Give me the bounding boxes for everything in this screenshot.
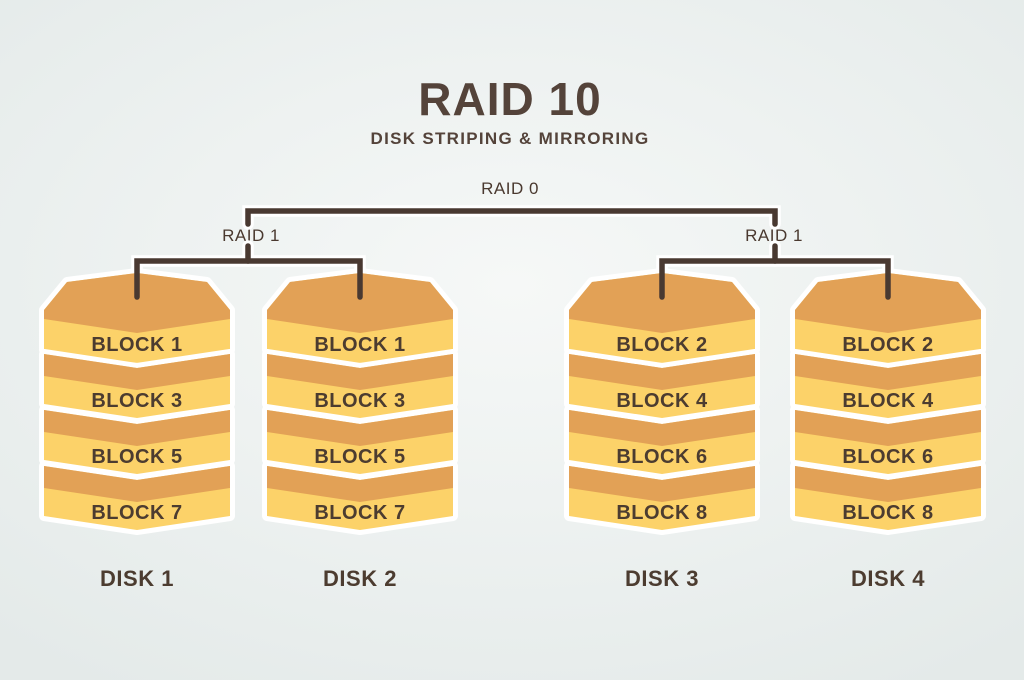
block-label: BLOCK 1 bbox=[314, 334, 405, 356]
block-label: BLOCK 3 bbox=[314, 390, 405, 412]
disk-slab-top bbox=[569, 410, 755, 446]
disk-slab-top bbox=[795, 466, 981, 502]
raid0-bracket-line bbox=[245, 208, 778, 227]
disk-1-stack: BLOCK 1 BLOCK 3 BLOCK 5 BLOCK 7 bbox=[39, 268, 235, 535]
disk-2-stack: BLOCK 1 BLOCK 3 BLOCK 5 BLOCK 7 bbox=[262, 268, 458, 535]
raid0-label: RAID 0 bbox=[481, 179, 539, 198]
block-label: BLOCK 5 bbox=[91, 446, 182, 468]
block-label: BLOCK 5 bbox=[314, 446, 405, 468]
disk-4-label: DISK 4 bbox=[851, 566, 925, 591]
raid1-left-label: RAID 1 bbox=[222, 226, 280, 245]
block-label: BLOCK 8 bbox=[616, 502, 707, 524]
disk-2-label: DISK 2 bbox=[323, 566, 397, 591]
disk-slab-top bbox=[44, 410, 230, 446]
disk-slab-top bbox=[795, 354, 981, 390]
block-label: BLOCK 2 bbox=[842, 334, 933, 356]
page-subtitle: DISK STRIPING & MIRRORING bbox=[370, 129, 650, 148]
block-label: BLOCK 1 bbox=[91, 334, 182, 356]
block-label: BLOCK 6 bbox=[842, 446, 933, 468]
disk-slab-top bbox=[44, 466, 230, 502]
disk-slab-top bbox=[569, 466, 755, 502]
disk-slab-top bbox=[267, 466, 453, 502]
disk-1-label: DISK 1 bbox=[100, 566, 174, 591]
disk-slab-top bbox=[267, 354, 453, 390]
disk-slab-top bbox=[267, 410, 453, 446]
block-label: BLOCK 3 bbox=[91, 390, 182, 412]
block-label: BLOCK 6 bbox=[616, 446, 707, 468]
page-title: RAID 10 bbox=[418, 73, 602, 125]
block-label: BLOCK 4 bbox=[616, 390, 708, 412]
disk-3-stack: BLOCK 2 BLOCK 4 BLOCK 6 BLOCK 8 bbox=[564, 268, 760, 535]
disk-slab-top bbox=[795, 410, 981, 446]
disk-slab-top bbox=[569, 354, 755, 390]
block-label: BLOCK 7 bbox=[91, 502, 182, 524]
disk-3-label: DISK 3 bbox=[625, 566, 699, 591]
raid1-right-label: RAID 1 bbox=[745, 226, 803, 245]
block-label: BLOCK 7 bbox=[314, 502, 405, 524]
block-label: BLOCK 4 bbox=[842, 390, 934, 412]
block-label: BLOCK 2 bbox=[616, 334, 707, 356]
disk-slab-top bbox=[44, 354, 230, 390]
disk-4-stack: BLOCK 2 BLOCK 4 BLOCK 6 BLOCK 8 bbox=[790, 268, 986, 535]
raid0-bracket-casing bbox=[242, 205, 781, 230]
block-label: BLOCK 8 bbox=[842, 502, 933, 524]
